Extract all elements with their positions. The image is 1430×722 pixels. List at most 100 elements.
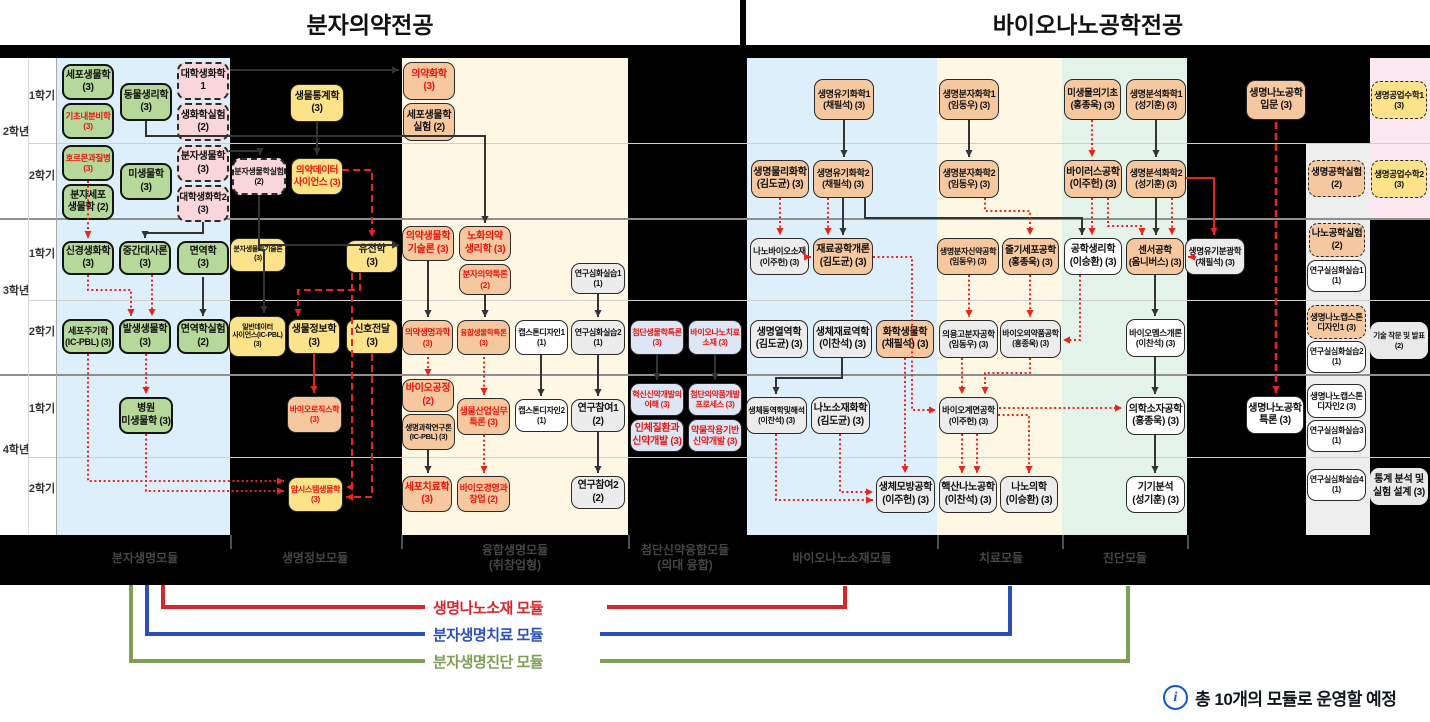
course-box: 발생생물학(3) (119, 319, 171, 354)
course-box: 분자생물학(3) (177, 145, 229, 182)
legend-label: 분자생명치료 모듈 (433, 627, 544, 644)
course-box: 생체재료역학(이찬석) (3) (813, 320, 872, 358)
row-divider (0, 218, 1430, 220)
course-box: 연구실심화실습3(1) (1307, 420, 1366, 452)
column-stripe (747, 58, 937, 535)
course-box: 나노의학(이승환) (3) (1000, 476, 1058, 513)
top-band (0, 45, 1430, 58)
course-box: 분자의약특론(2) (459, 264, 511, 295)
module-label: 치료모듈 (978, 551, 1024, 565)
course-box: 생체동역학및해석(이찬석) (3) (746, 397, 807, 434)
course-box: 재료공학개론(김도균) (3) (813, 238, 873, 275)
course-box: 의약화학(3) (403, 62, 455, 100)
course-box: 생명공학실험(2) (1308, 160, 1365, 197)
course-box: 대학생화학2(3) (177, 185, 229, 222)
course-box: 생명유기분광학(채필석) (3) (1185, 238, 1245, 275)
right-major-title: 바이오나노공학전공 (992, 12, 1184, 38)
course-box: 생명분자화학1(임동우) (3) (939, 79, 999, 120)
legend-label: 생명나노소재 모듈 (433, 600, 544, 617)
course-box: 세포생물학(3) (62, 64, 114, 100)
label-divider (28, 58, 29, 535)
course-box: 의약생명과학(3) (402, 320, 453, 355)
course-box: 분자생물학기술론(3) (230, 238, 286, 272)
label-divider (56, 58, 57, 535)
module-label: 분자생명모듈 (111, 551, 179, 565)
course-box: 바이오공정(2) (402, 379, 454, 412)
column-tick (937, 535, 939, 549)
course-box: 연구참여1(2) (571, 399, 625, 432)
semester-label: 2학기 (28, 326, 56, 338)
course-box: 기기분석(성기훈) (3) (1126, 476, 1185, 513)
module-label: 진단모듈 (1102, 551, 1148, 565)
course-box: 생명물리화학(김도균) (3) (751, 160, 809, 198)
course-box: 동물생리학(3) (120, 83, 172, 121)
course-box: 나노바이오소재(이주헌) (3) (750, 238, 809, 275)
course-box: 신경생화학(3) (62, 241, 114, 275)
course-box: 생명분자신약공학(임동우) (3) (937, 238, 999, 275)
course-box: 생명분석화학2(성기훈) (3) (1126, 160, 1186, 198)
course-box: 바이오의약품공학(홍종욱) (3) (1000, 320, 1061, 358)
course-box: 바이오멤스개론(이찬석) (3) (1126, 319, 1185, 357)
course-box: 나노소재화학(김도균) (3) (811, 397, 870, 434)
module-label-band (0, 535, 1430, 585)
semester-label: 2학기 (28, 170, 56, 182)
year-label: 4학년 (2, 444, 30, 456)
footer-note: i 총 10개의 모듈로 운영할 예정 (1163, 685, 1430, 710)
course-box: 생명유기화학1(채필석) (3) (814, 79, 874, 120)
course-box: 세포치료학(3) (402, 476, 452, 512)
column-tick (628, 535, 630, 549)
course-box: 생체모방공학(이주헌) (3) (876, 476, 935, 513)
course-box: 생화학실험(2) (177, 103, 229, 141)
course-box: 바이오로직스학(3) (287, 396, 342, 433)
column-stripe (937, 58, 1062, 535)
footer-text: 총 10개의 모듈로 운영할 예정 (1195, 690, 1397, 709)
course-box: 면역학(3) (177, 241, 229, 275)
column-tick (1187, 535, 1189, 549)
course-box: 센서공학(옴니버스) (3) (1126, 238, 1184, 275)
course-box: 의용고분자공학(임동우) (3) (939, 320, 998, 358)
course-box: 생명분석화학1(성기훈) (3) (1126, 79, 1186, 120)
info-icon: i (1163, 685, 1188, 710)
module-label: 바이오나노소재모듈 (792, 551, 892, 565)
course-box: 연구심화실습1(1) (571, 263, 625, 294)
year-label: 3학년 (2, 285, 30, 297)
course-box: 유전학(3) (346, 240, 398, 273)
semester-label: 1학기 (28, 90, 56, 102)
course-box: 줄기세포공학(홍종욱) (3) (1002, 238, 1059, 275)
row-divider (28, 457, 1430, 458)
course-box: 의학소자공학(홍종욱) (3) (1126, 397, 1185, 435)
course-box: 생물통계학(3) (290, 84, 344, 122)
major-divider (740, 0, 746, 585)
course-box: 생명공업수학1(3) (1371, 81, 1427, 119)
course-box: 신호전달(3) (346, 319, 398, 354)
left-major-title: 분자의약전공 (306, 12, 434, 38)
course-box: 연구실심화실습1(1) (1307, 260, 1366, 292)
course-box: 미생물학(3) (120, 163, 172, 200)
course-box: 생명유기화학2(채필석) (3) (813, 160, 873, 198)
course-box: 암시스템생물학(3) (288, 477, 343, 512)
course-box: 호르몬과질병(3) (62, 145, 114, 181)
module-label: 융합생명모듈(취창업형) (481, 543, 549, 572)
row-divider (28, 143, 1430, 144)
module-label: 첨단신약융합모듈(의대 융합) (640, 543, 730, 572)
course-box: 화학생물학(채필석) (3) (876, 320, 934, 358)
